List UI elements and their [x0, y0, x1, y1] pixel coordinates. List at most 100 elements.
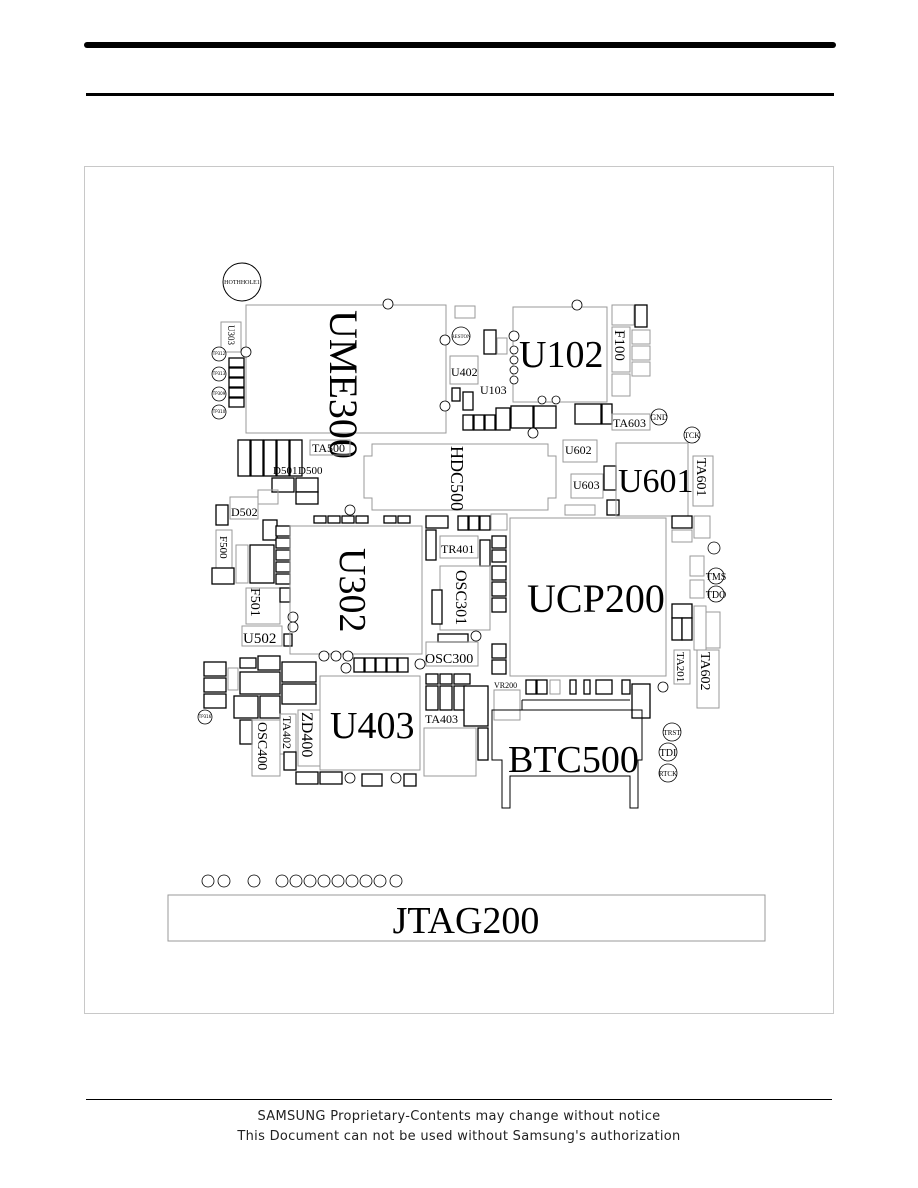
u602-outline	[562, 439, 598, 463]
comp-small	[281, 661, 317, 683]
comp-small	[463, 685, 489, 727]
comp-small	[491, 549, 507, 563]
comp-outline	[693, 605, 707, 651]
test-point	[289, 874, 303, 888]
test-point	[197, 709, 213, 725]
comp-small	[431, 589, 443, 625]
comp-small	[453, 673, 471, 685]
test-point	[217, 874, 231, 888]
comp-outline	[549, 679, 561, 695]
comp-outline	[631, 345, 651, 361]
tck-testpoint	[683, 426, 701, 444]
comp-outline	[423, 727, 477, 777]
comp-small	[477, 727, 489, 761]
comp-small	[295, 477, 319, 493]
tms-testpoint	[707, 567, 725, 585]
ta500-outline	[309, 439, 351, 456]
comp-small	[233, 695, 259, 719]
comp-small	[257, 655, 281, 671]
comp-small	[601, 403, 613, 425]
ta601-outline	[692, 455, 714, 507]
jtag200-outline	[167, 894, 766, 942]
comp-small	[262, 519, 278, 541]
comp-small	[211, 567, 235, 585]
test-point	[470, 630, 482, 642]
test-point	[439, 334, 451, 346]
comp-small	[495, 407, 511, 431]
tck-label: TCK	[684, 431, 700, 440]
comp-outline	[631, 329, 651, 345]
diagram-frame	[84, 166, 834, 1014]
test-point	[537, 395, 547, 405]
comp-small	[437, 633, 469, 643]
comp-outline	[689, 579, 705, 599]
test-point	[373, 874, 387, 888]
test-point	[571, 299, 583, 311]
comp-outline	[693, 515, 711, 539]
comp-small	[569, 679, 577, 695]
hdc500-label: HDC500	[447, 446, 467, 511]
comp-small	[397, 657, 409, 673]
osc300-label: OSC300	[425, 652, 473, 667]
comp-small	[283, 751, 297, 771]
btc500-outline	[491, 709, 643, 809]
ta201-outline	[673, 649, 691, 685]
vr200-label: VR200	[494, 681, 517, 690]
tp313-label: TP313	[212, 371, 226, 376]
u403-outline	[319, 675, 421, 771]
ta602-outline	[696, 649, 720, 709]
tp312-label: TP312	[212, 351, 226, 356]
comp-small	[281, 683, 317, 705]
comp-small	[397, 515, 411, 524]
d502-outline	[229, 496, 259, 520]
comp-small	[583, 679, 591, 695]
comp-small	[491, 581, 507, 597]
test-point	[303, 874, 317, 888]
footer-rule	[86, 1099, 832, 1100]
ta201-label: TA201	[674, 652, 686, 682]
test-point	[509, 345, 519, 355]
comp-small	[259, 695, 281, 719]
tp310-label: TP310	[212, 409, 226, 414]
comp-small	[237, 439, 251, 477]
comp-small	[491, 597, 507, 613]
comp-small	[228, 387, 245, 398]
comp-small	[491, 643, 507, 659]
ucp200-label: UCP200	[527, 576, 665, 621]
comp-small	[457, 515, 469, 531]
comp-small	[484, 414, 496, 431]
comp-small	[574, 403, 602, 425]
comp-small	[283, 633, 293, 647]
ume300-outline	[245, 304, 447, 434]
ume300-label: UME300	[321, 310, 366, 459]
test-point	[201, 874, 215, 888]
u601-label: U601	[618, 463, 694, 500]
f100-outline	[611, 326, 631, 373]
tp316-label: TP316	[198, 714, 212, 719]
rtck-testpoint	[658, 763, 678, 783]
comp-small	[483, 329, 497, 355]
test-point	[382, 298, 394, 310]
comp-small	[533, 405, 557, 429]
mounting-hole-label: HOTHHOLE1	[224, 280, 260, 286]
header-thick-rule	[84, 42, 836, 48]
comp-small	[263, 439, 277, 477]
comp-outline	[564, 504, 596, 516]
u302-label: U302	[331, 548, 373, 632]
test-point	[707, 541, 721, 555]
comp-small	[239, 657, 257, 669]
comp-outline	[454, 305, 476, 319]
comp-small	[425, 673, 439, 685]
u403-label: U403	[330, 705, 414, 747]
u302-outline	[289, 525, 423, 655]
test-point	[211, 346, 227, 362]
comp-small	[603, 465, 617, 491]
u402-outline	[449, 355, 479, 385]
comp-small	[462, 391, 474, 411]
comp-small	[510, 405, 534, 429]
zd400-label: ZD400	[298, 712, 315, 757]
comp-small	[295, 771, 319, 785]
jtag200-label: JTAG200	[393, 900, 540, 942]
comp-small	[228, 397, 245, 408]
